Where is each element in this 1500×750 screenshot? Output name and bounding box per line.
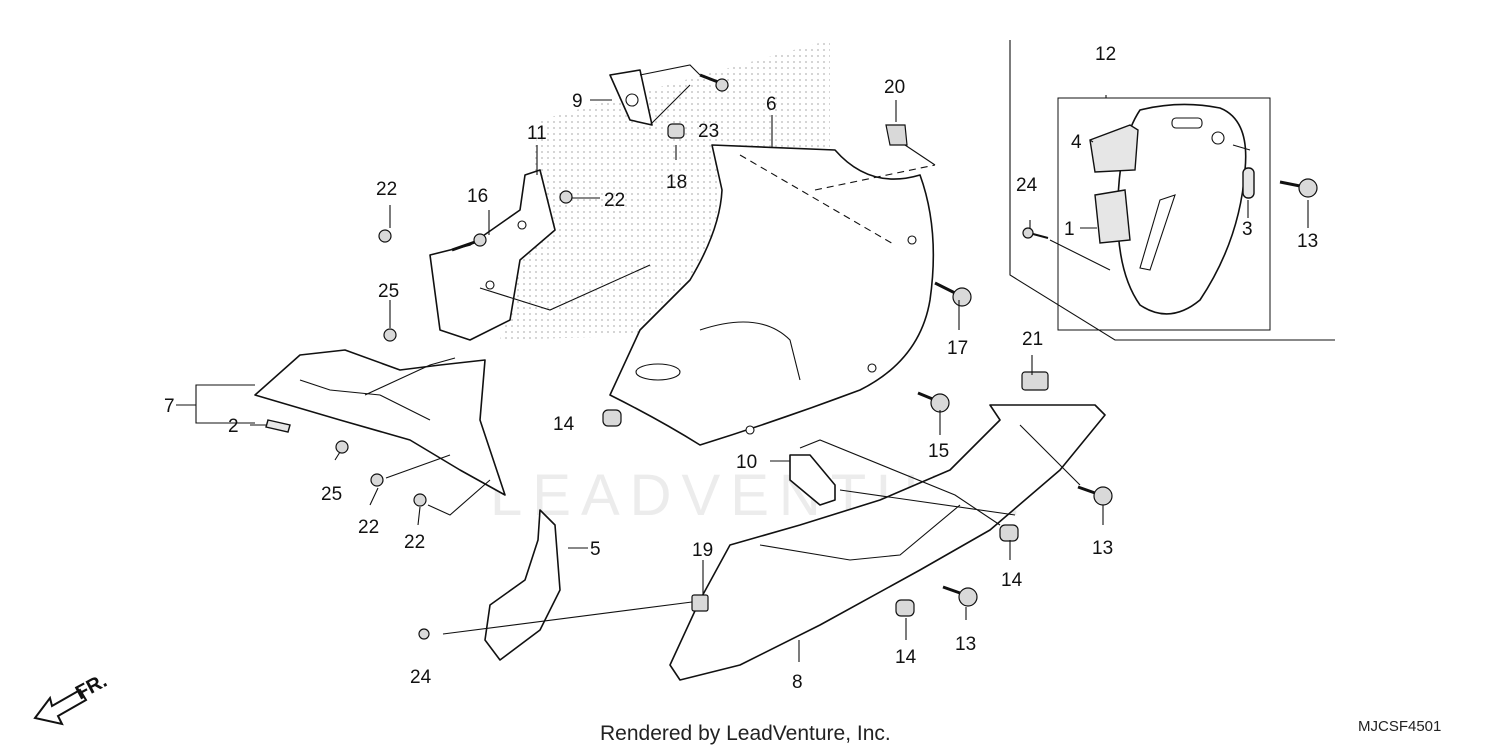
callout-22-top: 22: [376, 179, 397, 200]
inset-panel-boss: [1211, 131, 1225, 145]
callout-22-mid: 22: [604, 190, 625, 211]
callout-13-inset: 13: [1297, 231, 1318, 252]
collar-18: [667, 123, 685, 139]
callout-23: 23: [698, 121, 719, 142]
callout-10: 10: [736, 452, 757, 473]
callout-22-low-a: 22: [358, 517, 379, 538]
callout-11: 11: [527, 123, 547, 144]
screw-25-top: [383, 328, 397, 342]
screw-22-low-a: [370, 473, 384, 487]
callout-13-right: 13: [1092, 538, 1113, 559]
callout-1: 1: [1064, 219, 1075, 240]
callout-20: 20: [884, 77, 905, 98]
dash-6: [739, 154, 936, 246]
callout-22-low-b: 22: [404, 532, 425, 553]
callout-14-lower: 14: [895, 647, 917, 668]
screw-24-low: [418, 628, 430, 640]
grommet-14-right: [999, 524, 1019, 542]
part-2-emblem: [265, 419, 291, 433]
callout-18: 18: [666, 172, 687, 193]
bolt-13-lower: [942, 585, 978, 607]
callout-8: 8: [792, 672, 803, 693]
screw-25-low: [335, 440, 349, 454]
inset-panel-hole: [1171, 117, 1203, 129]
bolt-23: [699, 73, 729, 92]
footer-credit: Rendered by LeadVenture, Inc.: [600, 722, 891, 745]
inset-frame: [1009, 40, 1335, 341]
callout-3: 3: [1242, 219, 1253, 240]
inset-panel-slot: [1139, 194, 1176, 271]
part-11-inner-bracket: [429, 169, 556, 341]
callout-14-left: 14: [553, 414, 575, 435]
callout-12: 12: [1095, 44, 1116, 65]
callout-16: 16: [467, 186, 488, 207]
part-6-mount-b: [867, 363, 877, 373]
part-6-inner-edge: [699, 321, 801, 381]
part-8-under-cowl: [669, 404, 1106, 681]
callout-15: 15: [928, 441, 949, 462]
part-1-pad: [1094, 189, 1131, 244]
nut-21: [1021, 371, 1049, 391]
part-10-stay: [789, 454, 836, 506]
part-5-inner-panel: [484, 509, 561, 661]
part-11-hole-a: [485, 280, 495, 290]
callout-6: 6: [766, 94, 777, 115]
callout-21: 21: [1022, 329, 1043, 350]
clip-19: [691, 594, 709, 612]
part-11-hole-b: [517, 220, 527, 230]
callout-14-right: 14: [1001, 570, 1023, 591]
screw-22-top: [378, 229, 392, 243]
leader-lines: [176, 64, 1309, 662]
grommet-14-left: [602, 409, 622, 427]
bolt-13-right: [1077, 485, 1113, 506]
part-7-side-cowl: [254, 349, 506, 496]
bolt-15: [917, 391, 950, 413]
callout-13-lower: 13: [955, 634, 976, 655]
callout-24-inset: 24: [1016, 175, 1038, 196]
callout-5: 5: [590, 539, 601, 560]
grommet-14-lower: [895, 599, 915, 617]
part-7-inner-duct: [299, 379, 431, 421]
screw-24-inset: [1022, 227, 1049, 239]
callout-25-top: 25: [378, 281, 399, 302]
callout-4: 4: [1071, 132, 1082, 153]
screw-22-low-b: [413, 493, 427, 507]
screw-22-mid: [559, 190, 573, 204]
part-6-mount-a: [907, 235, 917, 245]
clip-20: [885, 124, 908, 146]
bolt-17: [934, 281, 972, 307]
part-6-duct: [635, 363, 681, 381]
bracket-9: [609, 69, 653, 126]
part-3-grommet: [1242, 167, 1255, 199]
part-6-middle-cowl: [609, 144, 935, 446]
callout-24-low: 24: [410, 667, 432, 688]
callout-25-low: 25: [321, 484, 342, 505]
callout-17: 17: [947, 338, 968, 359]
diagram-code: MJCSF4501: [1358, 718, 1441, 735]
inset-group-bracket: [1057, 97, 1271, 331]
part-8-fold: [759, 504, 961, 561]
part-6-mount-c: [745, 425, 755, 435]
callout-9: 9: [572, 91, 583, 112]
callout-2: 2: [228, 416, 239, 437]
callout-7: 7: [164, 396, 175, 417]
callout-19: 19: [692, 540, 713, 561]
part-4-pad: [1089, 124, 1139, 173]
screw-13-inset: [1279, 178, 1318, 198]
bolt-16: [451, 233, 487, 252]
front-arrow-icon: [33, 688, 88, 726]
